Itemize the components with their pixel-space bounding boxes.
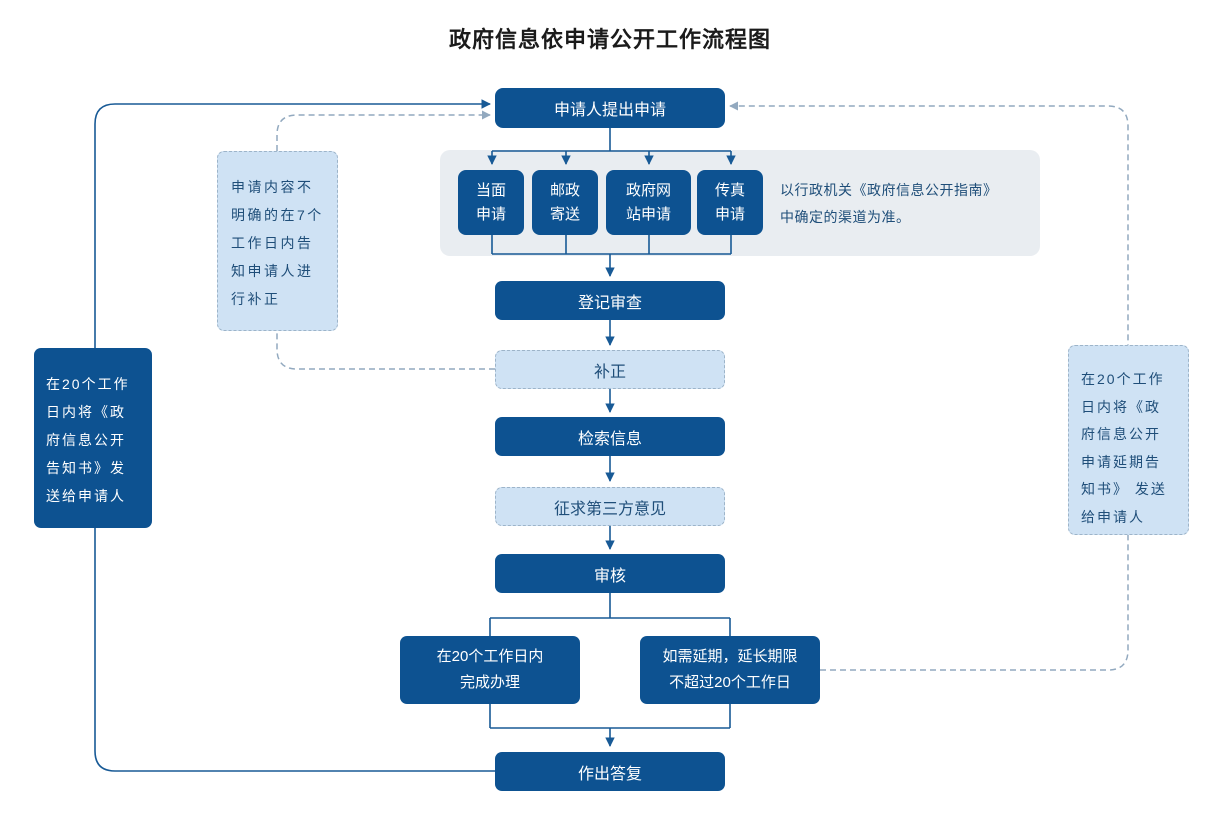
note-send-extension-notice: 在20个工作 日内将《政 府信息公开 申请延期告 知书》 发送 给申请人 xyxy=(1068,345,1189,535)
node-channel-website: 政府网 站申请 xyxy=(606,170,691,235)
channels-note: 以行政机关《政府信息公开指南》 中确定的渠道为准。 xyxy=(780,182,998,225)
node-channel-in-person: 当面 申请 xyxy=(458,170,524,235)
node-complete-within-20-days: 在20个工作日内 完成办理 xyxy=(400,636,580,704)
node-third-party-opinion: 征求第三方意见 xyxy=(495,487,725,526)
node-channel-fax: 传真 申请 xyxy=(697,170,763,235)
node-search-info: 检索信息 xyxy=(495,417,725,456)
node-channel-mail: 邮政 寄送 xyxy=(532,170,598,235)
node-register-review: 登记审查 xyxy=(495,281,725,320)
node-apply: 申请人提出申请 xyxy=(495,88,725,128)
node-reply: 作出答复 xyxy=(495,752,725,791)
node-extension: 如需延期，延长期限 不超过20个工作日 xyxy=(640,636,820,704)
node-review: 审核 xyxy=(495,554,725,593)
node-supplement: 补正 xyxy=(495,350,725,389)
note-supplement-within-7-days: 申请内容不 明确的在7个 工作日内告 知申请人进 行补正 xyxy=(217,151,338,331)
page-title: 政府信息依申请公开工作流程图 xyxy=(448,27,771,52)
note-send-disclosure-notice: 在20个工作 日内将《政 府信息公开 告知书》发 送给申请人 xyxy=(34,348,152,528)
